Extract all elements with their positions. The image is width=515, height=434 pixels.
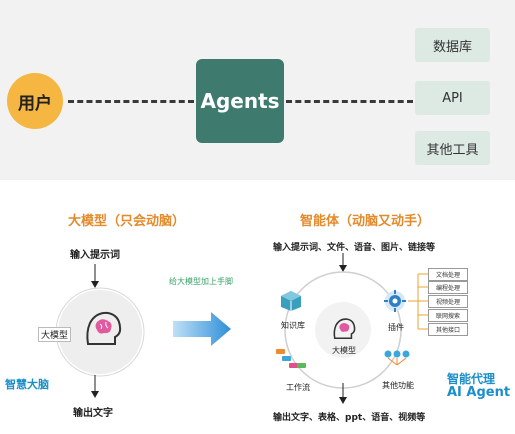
user-label: 用户 [18, 93, 52, 114]
agent-output-label: 输出文字、表格、ppt、语音、视频等 [273, 413, 426, 423]
agents-label: Agents [200, 89, 280, 113]
agent-footer-cn: 智能代理 [447, 372, 496, 386]
tool-other-label: 其他工具 [426, 142, 479, 158]
llm-footer-label: 智慧大脑 [5, 378, 49, 391]
workflow-icon [276, 348, 308, 374]
knowledge-base-label: 知识库 [281, 321, 305, 330]
llm-input-label: 输入提示词 [70, 250, 120, 261]
plugin-label: 插件 [388, 323, 404, 332]
upgrade-arrow [173, 312, 231, 346]
plugin-tree [408, 273, 428, 330]
agent-section-title: 智能体（动脑又动手） [300, 214, 431, 229]
agent-input-label: 输入提示词、文件、语音、图片、链接等 [273, 243, 436, 253]
agent-brain-icon [331, 316, 357, 346]
tool-other: 其他工具 [415, 131, 490, 165]
knowledge-base-icon [280, 290, 302, 316]
connector-user-agents [68, 100, 194, 103]
plugin-item-other: 其他接口 [428, 323, 468, 336]
plugin-item-code: 编程处理 [428, 281, 468, 294]
llm-output-label: 输出文字 [73, 408, 113, 419]
tool-database-label: 数据库 [432, 39, 472, 55]
workflow-label: 工作流 [286, 383, 310, 392]
llm-model-tag: 大模型 [38, 327, 72, 342]
plugin-item-video: 视频处理 [428, 295, 468, 308]
agents-box: Agents [196, 59, 284, 143]
other-functions-label: 其他功能 [382, 381, 414, 390]
upgrade-caption-text: 给大模型加上手脚 [169, 277, 233, 286]
llm-section-title: 大模型（只会动脑） [68, 214, 186, 229]
plugin-item-doc: 文档处理 [428, 268, 468, 281]
tool-database: 数据库 [415, 28, 490, 62]
tool-api: API [415, 81, 490, 115]
user-circle: 用户 [7, 73, 63, 129]
tool-api-label: API [442, 90, 463, 106]
plugin-icon [384, 290, 406, 316]
plugin-item-search: 联网搜索 [428, 309, 468, 322]
other-functions-icon [384, 349, 410, 373]
agent-model-label: 大模型 [332, 346, 356, 355]
connector-agents-tools [286, 100, 413, 103]
agent-footer-en: AI Agent [447, 385, 511, 400]
upgrade-caption: 给大模型加上手脚 [168, 276, 234, 287]
llm-brain-icon [82, 308, 124, 354]
